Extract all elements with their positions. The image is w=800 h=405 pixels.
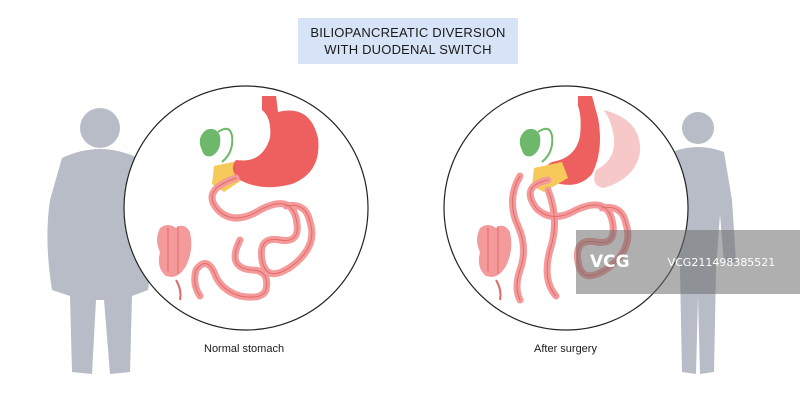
watermark-banner: VCG VCG211498385521 xyxy=(576,230,800,294)
caption-before: Normal stomach xyxy=(204,343,285,355)
gallbladder-after xyxy=(519,128,541,157)
gallbladder-before xyxy=(199,128,221,157)
title-line-1: BILIOPANCREATIC DIVERSION xyxy=(310,25,506,40)
watermark-id: VCG211498385521 xyxy=(667,255,776,269)
caption-after: After surgery xyxy=(534,343,597,355)
sleeve-stomach xyxy=(544,96,600,185)
colon-after xyxy=(477,225,512,277)
organs-before xyxy=(157,96,319,301)
organs-after xyxy=(477,96,641,304)
title-box: BILIOPANCREATIC DIVERSION WITH DUODENAL … xyxy=(298,18,518,64)
watermark-logo: VCG xyxy=(590,252,630,272)
removed-stomach xyxy=(594,110,641,188)
colon-before xyxy=(157,225,192,277)
title-line-2: WITH DUODENAL SWITCH xyxy=(324,42,492,57)
stomach-before xyxy=(232,96,319,188)
